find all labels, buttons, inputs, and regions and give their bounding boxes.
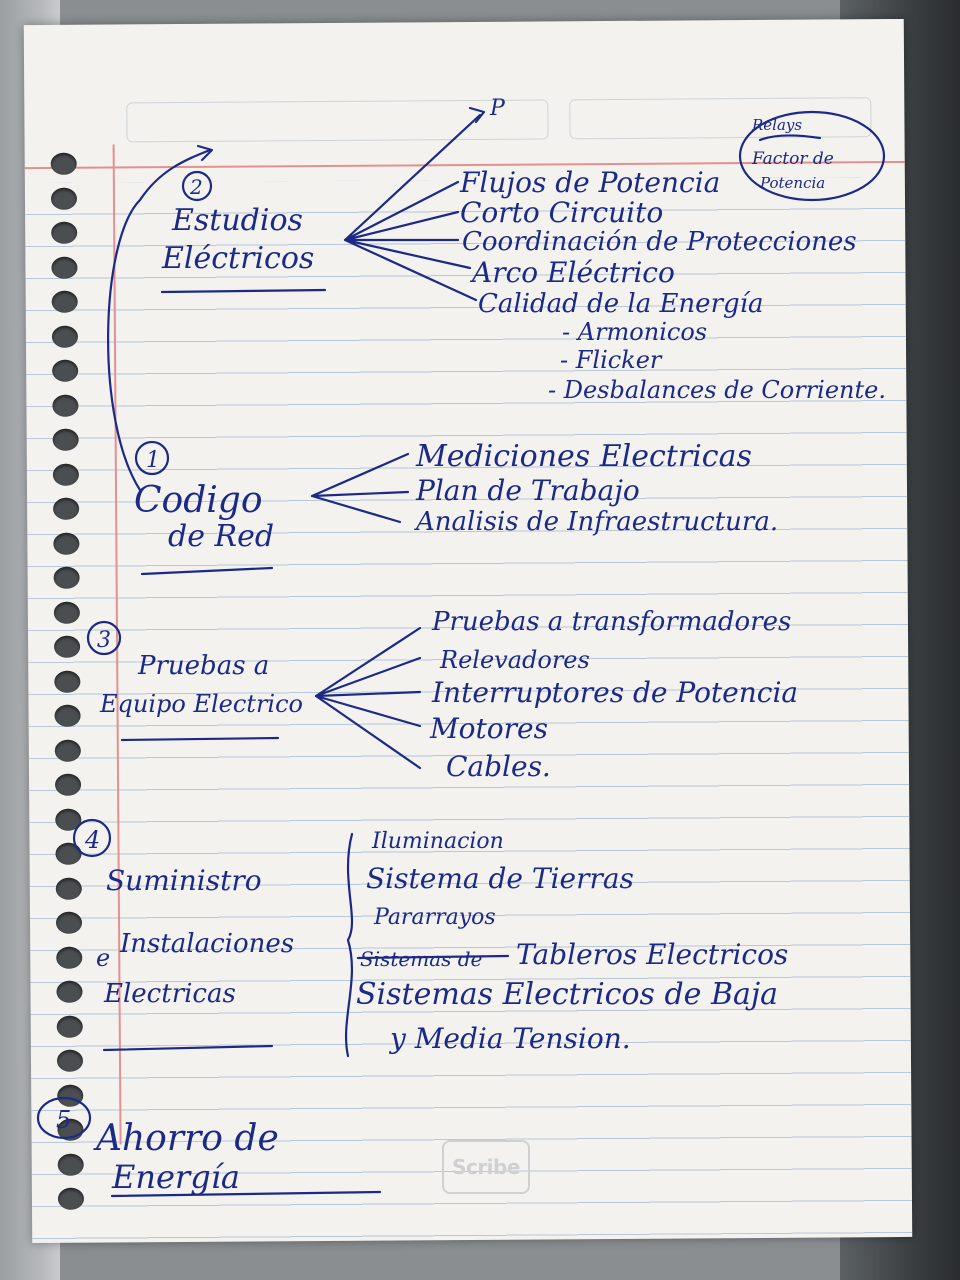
section-title-line1: Estudios bbox=[171, 203, 303, 238]
section-title-line2: Equipo Electrico bbox=[99, 690, 303, 718]
branch-item-2: Corto Circuito bbox=[460, 196, 663, 229]
section-ahorro: 5 Ahorro de Energía bbox=[36, 1096, 382, 1198]
branch-lines bbox=[314, 626, 422, 770]
list-item-1: Iluminacion bbox=[371, 829, 504, 854]
section-title-prefix: e bbox=[96, 944, 110, 972]
section-title-line3: Electricas bbox=[103, 979, 236, 1009]
list-item-2: Sistema de Tierras bbox=[366, 862, 634, 895]
section-number: 3 bbox=[97, 628, 111, 653]
branch-lines bbox=[343, 113, 482, 302]
section-title-line2: Energía bbox=[111, 1158, 240, 1196]
branch-item-3: Interruptores de Potencia bbox=[431, 676, 798, 709]
branch-item-5: Calidad de la Energía bbox=[478, 289, 763, 319]
list-item-6: y Media Tension. bbox=[388, 1022, 631, 1055]
section-number-circle bbox=[72, 818, 112, 858]
section-codigo: 1 Codigo de Red Mediciones Electricas Pl… bbox=[134, 439, 778, 576]
section-number: 4 bbox=[84, 826, 100, 854]
list-item-3: Pararrayos bbox=[373, 905, 496, 930]
title-underline bbox=[102, 1044, 274, 1052]
bracket bbox=[344, 832, 354, 1058]
note-line3: Potencia bbox=[759, 174, 825, 192]
section-number-circle bbox=[86, 620, 122, 656]
section-title-line2: de Red bbox=[168, 519, 274, 554]
title-underline bbox=[160, 288, 327, 294]
section-number-circle bbox=[181, 170, 213, 202]
section-suministro: 4 Suministro e Instalaciones Electricas … bbox=[72, 818, 788, 1058]
branch-item-1: Flujos de Potencia bbox=[459, 166, 720, 199]
note-scribble bbox=[758, 134, 822, 142]
strike-line bbox=[356, 954, 510, 960]
note-circle bbox=[738, 110, 886, 202]
section-pruebas: 3 Pruebas a Equipo Electrico Pruebas a t… bbox=[86, 607, 798, 783]
branch-lines bbox=[310, 452, 410, 524]
title-underline bbox=[110, 1190, 382, 1198]
section-title-line2: Instalaciones bbox=[119, 929, 294, 959]
section-title-line2: Eléctricos bbox=[161, 241, 314, 276]
connector-arrow bbox=[107, 148, 212, 492]
list-item-4: Tableros Electricos bbox=[516, 938, 788, 971]
section-number: 1 bbox=[146, 448, 160, 473]
section-title-line1: Suministro bbox=[106, 864, 262, 897]
section-title-line1: Ahorro de bbox=[93, 1118, 279, 1159]
watermark-text: Scribe bbox=[452, 1155, 520, 1179]
scribe-watermark: Scribe bbox=[442, 1140, 530, 1194]
branch-item-1: Mediciones Electricas bbox=[415, 439, 752, 474]
title-underline bbox=[140, 566, 274, 576]
list-item-5: Sistemas Electricos de Baja bbox=[356, 977, 778, 1012]
section-title-line1: Pruebas a bbox=[137, 651, 269, 681]
section-number: 5 bbox=[56, 1106, 71, 1134]
section-number: 2 bbox=[189, 175, 203, 199]
branch-item-3: Analisis de Infraestructura. bbox=[414, 507, 778, 537]
note-line1: Relays bbox=[751, 116, 802, 134]
title-underline bbox=[120, 736, 280, 742]
arrow-head bbox=[468, 106, 486, 124]
section-estudios: 2 Estudios Eléctricos P Flujos de Potenc… bbox=[160, 96, 886, 404]
sub-item-3: - Desbalances de Corriente. bbox=[548, 376, 886, 404]
top-branch-label: P bbox=[489, 96, 506, 121]
branch-item-2: Relevadores bbox=[439, 646, 590, 674]
branch-item-1: Pruebas a transformadores bbox=[431, 607, 791, 637]
sub-item-2: - Flicker bbox=[560, 346, 663, 374]
section-number-circle bbox=[134, 440, 170, 476]
sub-item-1: - Armonicos bbox=[562, 318, 707, 346]
branch-item-3: Coordinación de Protecciones bbox=[462, 227, 857, 257]
branch-item-5: Cables. bbox=[446, 750, 551, 783]
branch-item-4: Arco Eléctrico bbox=[469, 256, 675, 289]
note-line2: Factor de bbox=[751, 149, 834, 169]
section-number-circle bbox=[36, 1096, 92, 1140]
branch-item-2: Plan de Trabajo bbox=[415, 474, 640, 507]
section-title-line1: Codigo bbox=[134, 480, 263, 521]
struck-text: Sistemas de bbox=[360, 947, 482, 971]
connector-arrow-head bbox=[196, 144, 214, 162]
branch-item-4: Motores bbox=[429, 712, 548, 745]
